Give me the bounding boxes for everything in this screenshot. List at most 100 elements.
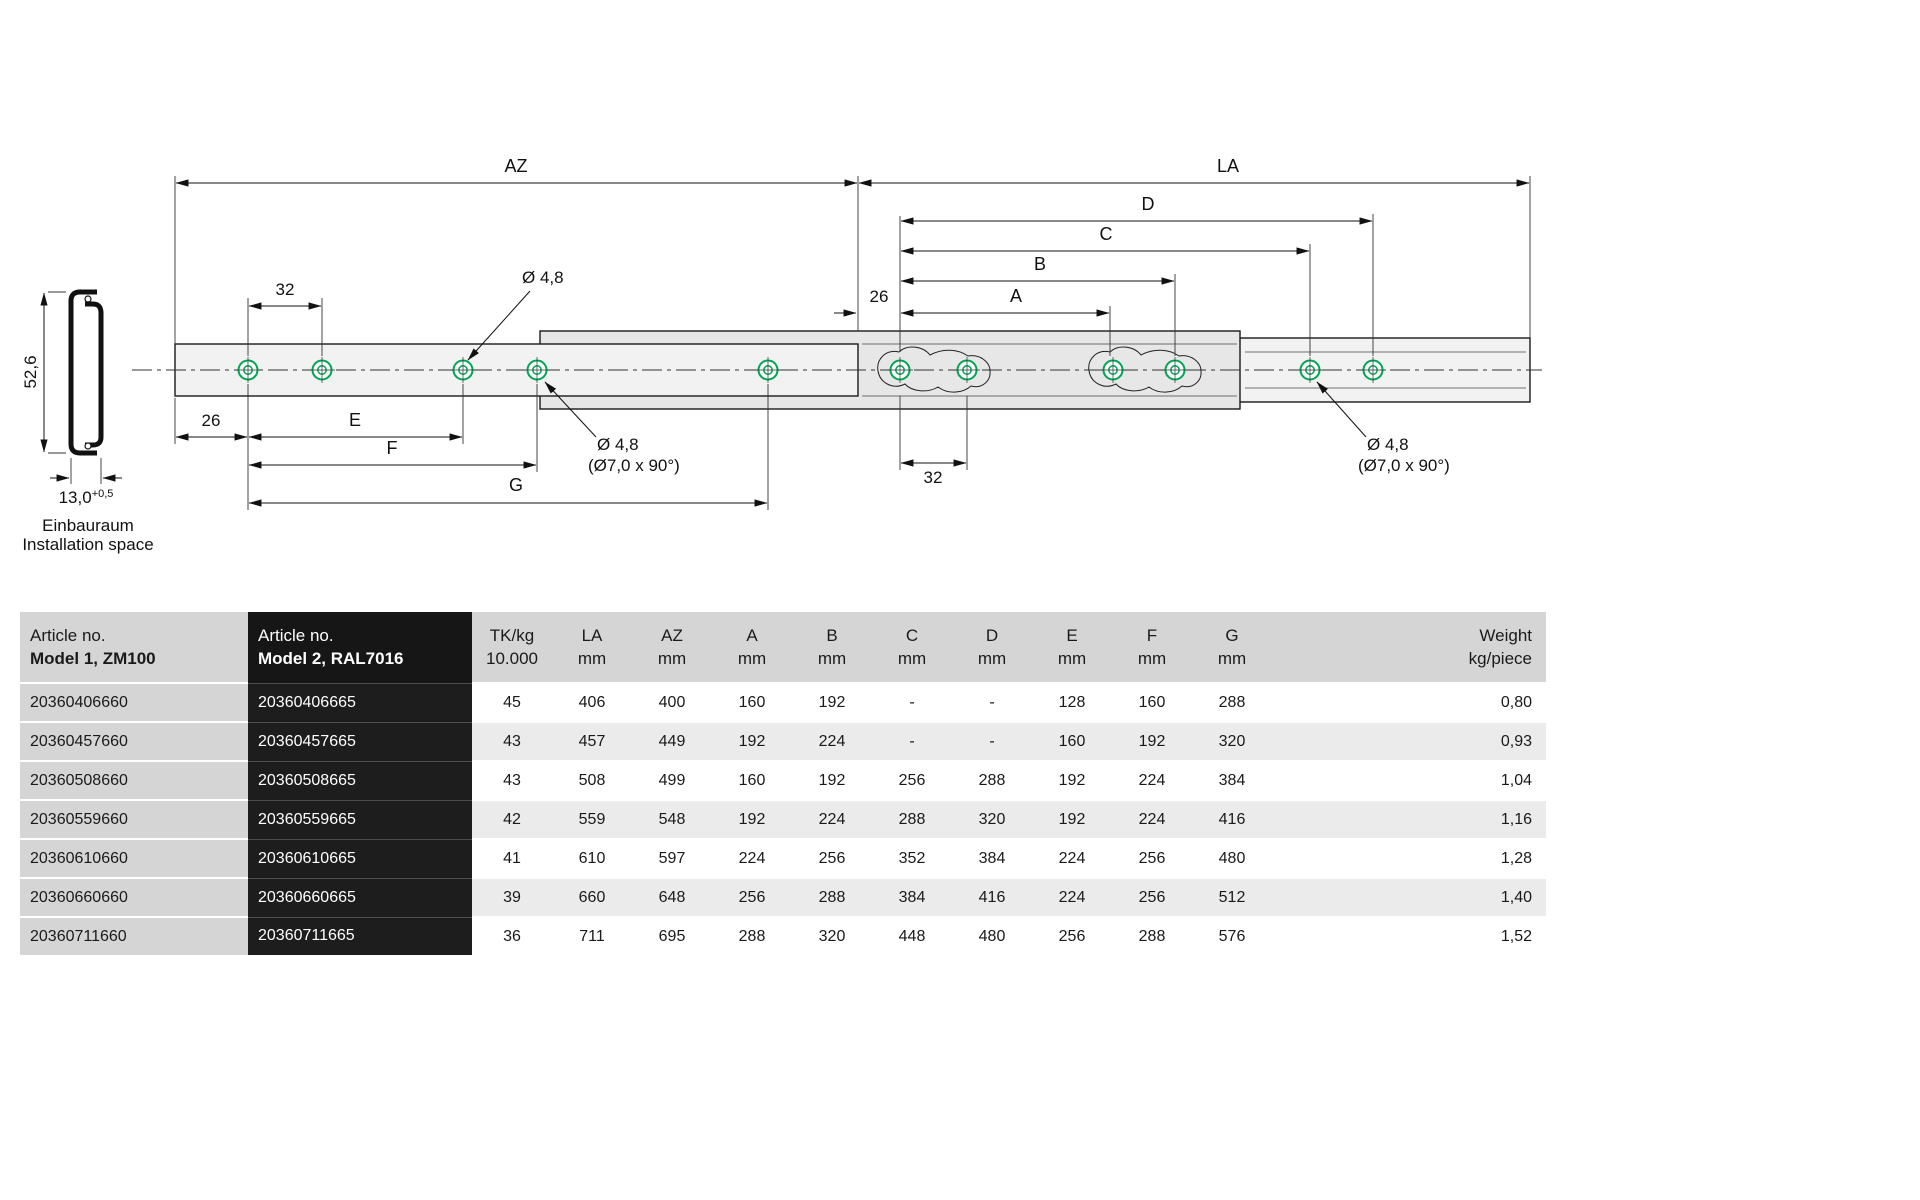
dim-f-label: F <box>387 438 398 458</box>
dim-32-right-label: 32 <box>924 468 943 487</box>
column-header-article-model2: Article no. Model 2, RAL7016 <box>248 612 472 683</box>
value-cell-g: 288 <box>1192 682 1272 722</box>
value-cell-d: 416 <box>952 877 1032 917</box>
value-cell-a: 192 <box>712 721 792 761</box>
value-cell-a: 288 <box>712 916 792 955</box>
value-cell-e: 256 <box>1032 916 1112 955</box>
value-cell-b: 288 <box>792 877 872 917</box>
value-cell-az: 648 <box>632 877 712 917</box>
value-cell-az: 449 <box>632 721 712 761</box>
cross-section-outer-profile <box>68 289 97 456</box>
value-cell-la: 508 <box>552 760 632 800</box>
value-cell-tk-kg: 36 <box>472 916 552 955</box>
value-cell-e: 160 <box>1032 721 1112 761</box>
value-cell-tk-kg: 41 <box>472 838 552 878</box>
value-cell-g: 576 <box>1192 916 1272 955</box>
value-cell-c: 384 <box>872 877 952 917</box>
dim-26-right-label: 26 <box>870 287 889 306</box>
value-cell-tk-kg: 42 <box>472 799 552 839</box>
article-no-model2-cell: 20360610665 <box>248 838 472 878</box>
model2-heading: Model 2, RAL7016 <box>258 649 404 669</box>
article-no-model2-cell: 20360660665 <box>248 877 472 917</box>
extension-lines <box>174 176 1531 510</box>
dim-g-label: G <box>509 475 523 495</box>
leader-hole-bottom-left <box>544 381 597 438</box>
article-no-model1-cell: 20360457660 <box>20 721 248 761</box>
technical-drawing: AZ LA D C B A 26 32 Ø 4,8 26 E F G 32 Ø … <box>21 156 1542 554</box>
dim-26-left-label: 26 <box>202 411 221 430</box>
weight-heading: Weight <box>1479 626 1532 645</box>
value-cell-b: 192 <box>792 760 872 800</box>
article-no-model1-cell: 20360711660 <box>20 916 248 955</box>
value-cell-a: 256 <box>712 877 792 917</box>
weight-value-cell: 1,40 <box>1272 877 1546 917</box>
value-cell-f: 160 <box>1112 682 1192 722</box>
value-cell-la: 406 <box>552 682 632 722</box>
article-no-model1-cell: 20360559660 <box>20 799 248 839</box>
value-cell-e: 224 <box>1032 877 1112 917</box>
slide-side-view <box>132 330 1542 410</box>
value-cell-g: 480 <box>1192 838 1272 878</box>
product-table: Article no. Model 1, ZM100 Article no. M… <box>20 612 1546 955</box>
value-cell-c: 448 <box>872 916 952 955</box>
value-cell-la: 711 <box>552 916 632 955</box>
value-cell-a: 160 <box>712 682 792 722</box>
value-cell-e: 192 <box>1032 760 1112 800</box>
column-header-weight: Weight kg/piece <box>1272 612 1546 683</box>
article-no-model2-cell: 20360457665 <box>248 721 472 761</box>
value-cell-g: 416 <box>1192 799 1272 839</box>
column-header-article-model1: Article no. Model 1, ZM100 <box>20 612 248 683</box>
article-no-model1-cell: 20360406660 <box>20 682 248 722</box>
value-cell-d: - <box>952 682 1032 722</box>
value-cell-b: 256 <box>792 838 872 878</box>
cross-section-view: 52,6 13,0+0,5 Einbauraum Installation sp… <box>21 289 154 554</box>
dim-d-label: D <box>1142 194 1155 214</box>
value-cell-b: 224 <box>792 721 872 761</box>
dim-e-label: E <box>349 410 361 430</box>
dim-b-label: B <box>1034 254 1046 274</box>
article-no-model1-cell: 20360610660 <box>20 838 248 878</box>
dim-32-left-label: 32 <box>276 280 295 299</box>
table-header-row: Article no. Model 1, ZM100 Article no. M… <box>20 612 1546 683</box>
bearing-ball-bottom <box>84 442 92 450</box>
value-cell-tk-kg: 45 <box>472 682 552 722</box>
value-cell-d: 320 <box>952 799 1032 839</box>
value-cell-la: 559 <box>552 799 632 839</box>
dimension-labels: AZ LA D C B A 26 32 Ø 4,8 26 E F G 32 Ø … <box>202 156 1450 495</box>
value-cell-b: 224 <box>792 799 872 839</box>
value-cell-e: 128 <box>1032 682 1112 722</box>
value-cell-a: 192 <box>712 799 792 839</box>
value-cell-az: 400 <box>632 682 712 722</box>
hole-dia-bottom-right-label: Ø 4,8 <box>1367 435 1409 454</box>
cross-section-inner-profile <box>85 301 104 448</box>
value-cell-c: - <box>872 721 952 761</box>
article-no-heading: Article no. <box>258 626 334 646</box>
weight-value-cell: 1,52 <box>1272 916 1546 955</box>
dim-az-label: AZ <box>504 156 527 176</box>
value-cell-f: 224 <box>1112 799 1192 839</box>
article-no-model2-cell: 20360406665 <box>248 682 472 722</box>
value-cell-b: 320 <box>792 916 872 955</box>
value-cell-az: 548 <box>632 799 712 839</box>
value-cell-az: 499 <box>632 760 712 800</box>
value-cell-la: 457 <box>552 721 632 761</box>
value-cell-e: 224 <box>1032 838 1112 878</box>
hole-dia-bottom-left-detail: (Ø7,0 x 90°) <box>588 456 680 475</box>
value-cell-b: 192 <box>792 682 872 722</box>
value-cell-f: 288 <box>1112 916 1192 955</box>
value-cell-tk-kg: 39 <box>472 877 552 917</box>
dim-c-label: C <box>1100 224 1113 244</box>
article-no-model2-cell: 20360508665 <box>248 760 472 800</box>
value-cell-f: 224 <box>1112 760 1192 800</box>
